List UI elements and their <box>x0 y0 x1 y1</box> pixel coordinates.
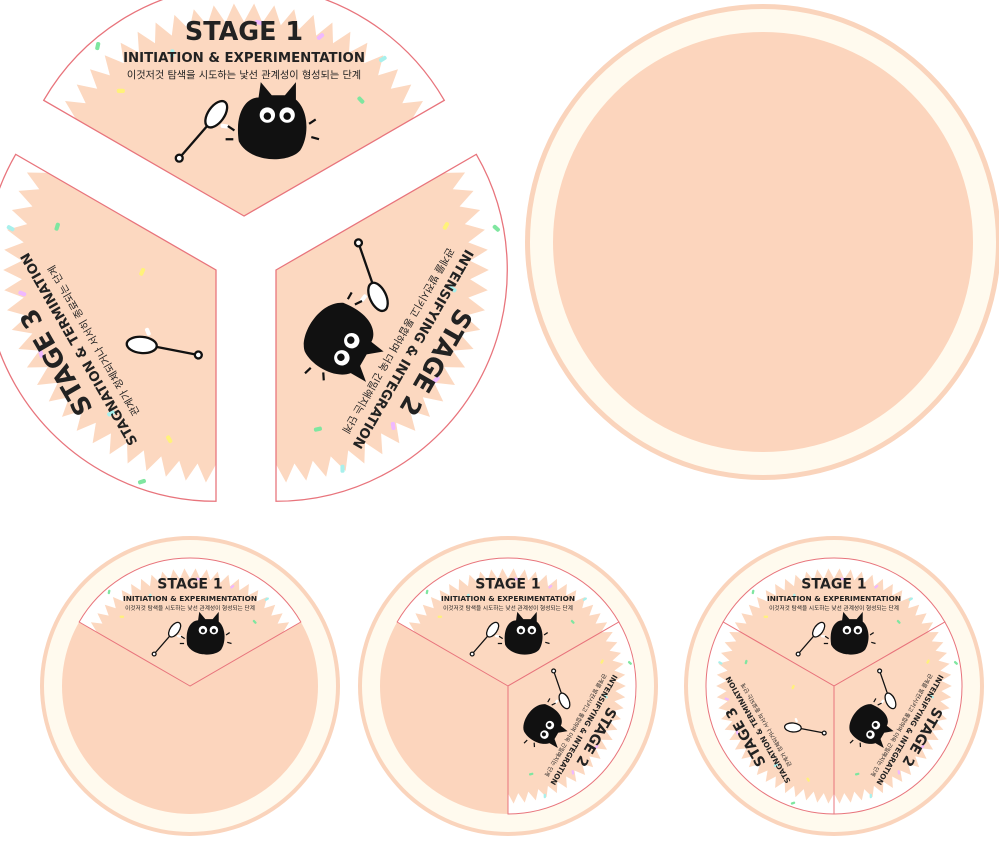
stage-subtitle: INITIATION & EXPERIMENTATION <box>123 594 257 603</box>
stage-title: STAGE 1 <box>475 577 540 593</box>
stage-subtitle: INITIATION & EXPERIMENTATION <box>441 594 575 603</box>
stage-description: 이것저것 탐색을 시도하는 낯선 관계성이 형성되는 단계 <box>125 604 255 612</box>
stage-subtitle: INITIATION & EXPERIMENTATION <box>767 594 901 603</box>
exploded-wheel: STAGE 1 INITIATION & EXPERIMENTATION 이것저것 … <box>0 0 576 559</box>
stage-title: STAGE 1 <box>157 577 222 593</box>
empty-plate <box>525 4 999 480</box>
stage-1-sector: STAGE 1 INITIATION & EXPERIMENTATION 이것저것 … <box>44 0 445 228</box>
stage-title: STAGE 1 <box>185 16 303 46</box>
stage-description: 이것저것 탐색을 시도하는 낯선 관계성이 형성되는 단계 <box>769 604 899 612</box>
stage-description: 이것저것 탐색을 시도하는 낯선 관계성이 형성되는 단계 <box>443 604 573 612</box>
stage-description: 이것저것 탐색을 시도하는 낯선 관계성이 형성되는 단계 <box>127 68 361 81</box>
stage-title: STAGE 1 <box>801 577 866 593</box>
stage-subtitle: INITIATION & EXPERIMENTATION <box>123 51 365 66</box>
